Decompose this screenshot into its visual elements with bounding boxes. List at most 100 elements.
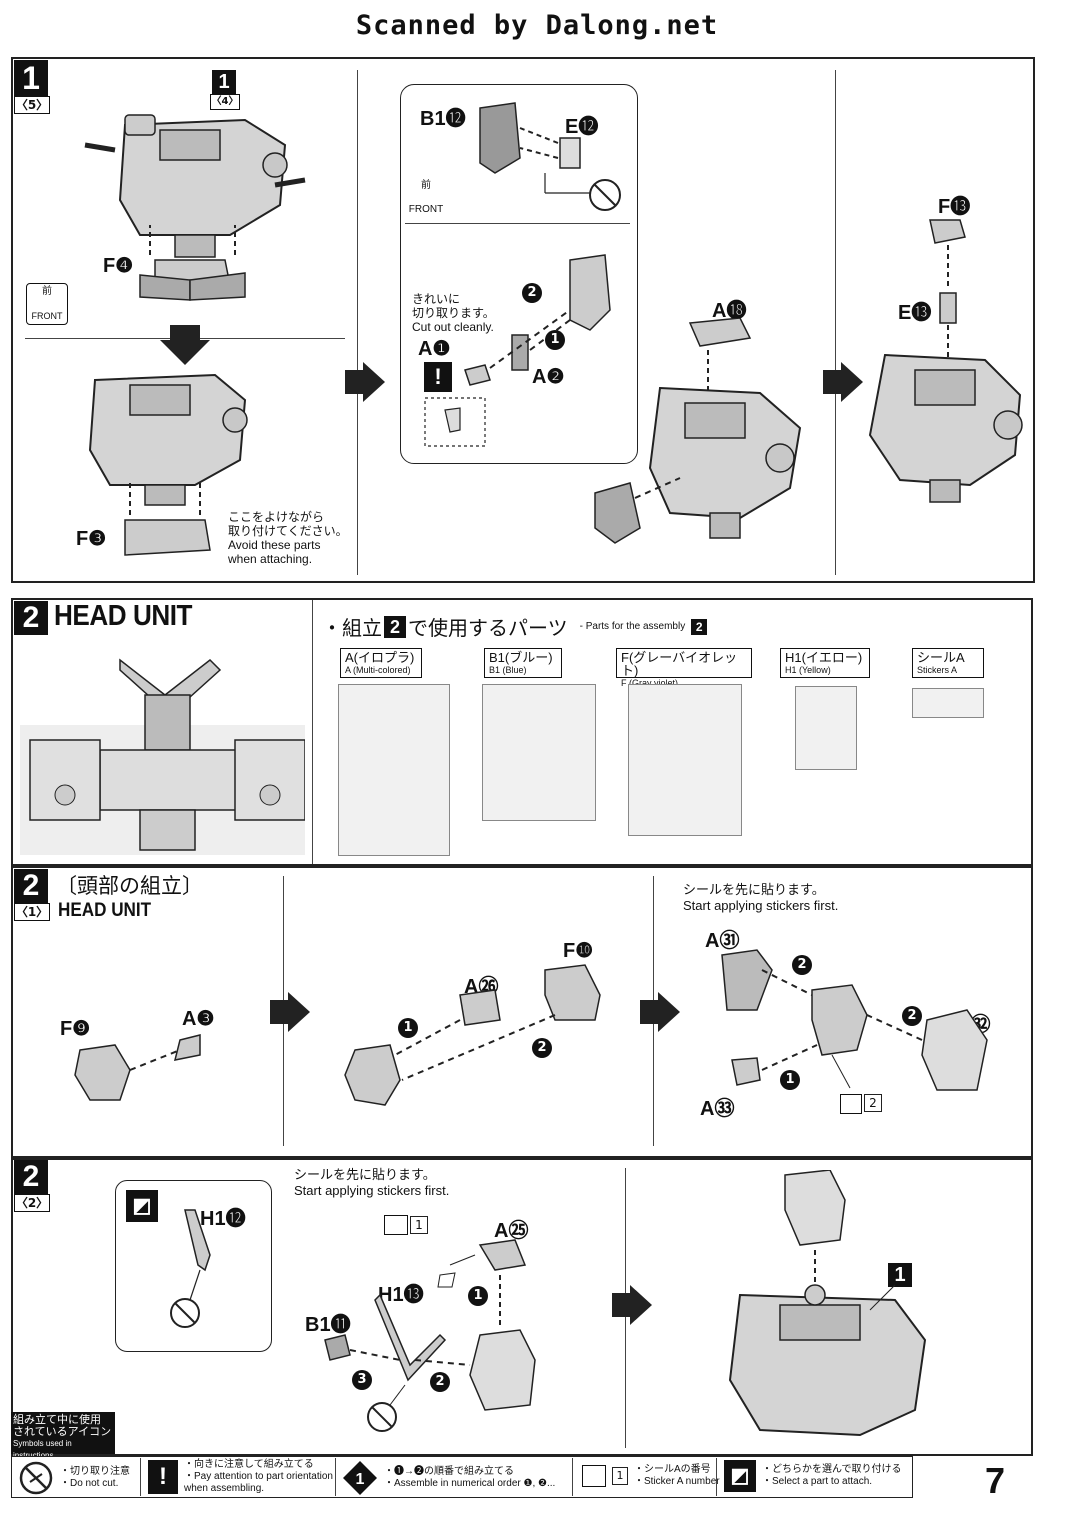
torso-illustration-3 xyxy=(594,318,802,544)
step2-1-title-jp: 〔頭部の組立〕 xyxy=(56,875,203,898)
divider xyxy=(572,1458,573,1496)
label-f3: F❸ xyxy=(76,528,107,550)
step2-2-sub: 〈2〉 xyxy=(14,1194,50,1212)
order-1-icon: 1 xyxy=(780,1070,800,1090)
sticker-note-2: シールを先に貼ります。 Start applying stickers firs… xyxy=(294,1167,449,1199)
order-2-icon: 2 xyxy=(430,1372,450,1392)
torso-illustration-4 xyxy=(868,219,1023,503)
order-3-icon: 3 xyxy=(352,1370,372,1390)
parts-stickers-en: Stickers A xyxy=(917,665,958,675)
label-e13: E⓭ xyxy=(898,302,932,324)
orientation-warning-icon: ! xyxy=(424,362,452,392)
head-assembly-2 xyxy=(721,949,988,1091)
avoid-jp1: ここをよけながら xyxy=(228,510,325,524)
parts-title-en: - Parts for the assembly xyxy=(579,621,686,632)
step-arrow-icon xyxy=(270,992,310,1032)
down-arrow-icon xyxy=(160,325,210,365)
legend-order-jp: ・❶→❷の順番で組み立てる xyxy=(384,1466,514,1477)
legend-select-en: ・Select a part to attach. xyxy=(762,1476,873,1487)
step2-1-sub: 〈1〉 xyxy=(14,903,50,921)
torso-illustration xyxy=(84,114,306,301)
step2-1-number: 2 xyxy=(14,869,48,903)
legend-cut-en: ・Do not cut. xyxy=(60,1478,119,1489)
select-part-icon: ◩ xyxy=(126,1190,158,1222)
divider xyxy=(140,1458,141,1496)
cut-note: きれいに 切り取ります。 Cut out cleanly. xyxy=(412,292,495,334)
torso-head-final xyxy=(728,1170,927,1437)
svg-text:1: 1 xyxy=(356,1471,365,1488)
sticker-note-en: Start applying stickers first. xyxy=(294,1183,450,1198)
sticker-sheet xyxy=(912,688,984,718)
step1-ref-sub: 〈4〉 xyxy=(210,94,240,110)
legend-cut-jp: ・切り取り注意 xyxy=(60,1466,130,1477)
legend-sticker-en: ・Sticker A number xyxy=(634,1476,720,1487)
label-h1-13: H1⓭ xyxy=(378,1284,424,1306)
front-icon: 前 FRONT xyxy=(26,283,68,325)
order-1-icon: 1 xyxy=(545,330,565,350)
orientation-warning-icon: ! xyxy=(148,1460,178,1494)
sticker-a-icon xyxy=(582,1465,606,1487)
label-a25: A㉕ xyxy=(494,1220,529,1242)
legend-item-orientation: ! ・向きに注意して組み立てる・Pay attention to part or… xyxy=(148,1459,334,1495)
label-a33: A㉝ xyxy=(700,1098,735,1120)
parts-box-f: F(グレーバイオレット) F (Gray violet) xyxy=(616,648,752,688)
divider xyxy=(312,600,313,864)
parts-f-en: F (Gray violet) xyxy=(621,678,679,688)
legend-item-sticker: 1 ・シールAの番号・Sticker A number xyxy=(582,1464,720,1488)
parts-b1-en: B1 (Blue) xyxy=(489,665,527,675)
legend-select-jp: ・どちらかを選んで取り付ける xyxy=(762,1464,902,1475)
sticker-note-jp: シールを先に貼ります。 xyxy=(683,882,825,897)
legend-title-en: Symbols used in instructions xyxy=(13,1439,72,1460)
label-a1: A❶ xyxy=(418,338,451,360)
label-e12: E⓬ xyxy=(565,116,599,138)
front-jp: 前 xyxy=(421,180,431,191)
legend-title-jp2: されているアイコン xyxy=(13,1426,112,1438)
avoid-jp2: 取り付けてください。 xyxy=(228,524,348,538)
parts-box-b1: B1(ブルー) B1 (Blue) xyxy=(484,648,562,678)
front-jp: 前 xyxy=(42,286,52,297)
avoid-en2: when attaching. xyxy=(228,552,313,566)
head-unit-title: HEAD UNIT xyxy=(54,600,193,632)
parts-box-h1: H1(イエロー) H1 (Yellow) xyxy=(780,648,870,678)
legend-order-en: ・Assemble in numerical order ❶, ❷... xyxy=(384,1478,556,1489)
divider xyxy=(335,1458,336,1496)
order-2-icon: 2 xyxy=(792,955,812,975)
legend-item-order: 1 ・❶→❷の順番で組み立てる・Assemble in numerical or… xyxy=(342,1460,555,1496)
divider xyxy=(835,70,836,575)
avoid-en1: Avoid these parts xyxy=(228,538,321,552)
legend-bar xyxy=(11,1456,913,1498)
parts-box-a: A(イロプラ) A (Multi-colored) xyxy=(340,648,422,678)
page-number: 7 xyxy=(985,1460,1006,1501)
parts-title-jp1: ・組立 xyxy=(322,618,382,640)
a-parts-illustration xyxy=(424,254,611,447)
order-2-icon: 2 xyxy=(902,1006,922,1026)
label-b1-11: B1⓫ xyxy=(305,1314,351,1336)
parts-title-jp2: で使用するパーツ xyxy=(408,618,568,640)
parts-b1-jp: B1(ブルー) xyxy=(489,650,553,665)
step1-number: 1 xyxy=(14,60,48,96)
step1-sub: 〈5〉 xyxy=(14,96,50,114)
parts-h1-en: H1 (Yellow) xyxy=(785,665,831,675)
label-f9: F❾ xyxy=(60,1018,91,1040)
b1-part-illustration xyxy=(479,102,621,211)
head-assembly-1 xyxy=(344,964,601,1106)
legend-item-select: ◩ ・どちらかを選んで取り付ける・Select a part to attach… xyxy=(724,1460,902,1492)
torso-illustration-2 xyxy=(88,373,248,556)
order-1-icon: 1 xyxy=(468,1286,488,1306)
head-unit-number: 2 xyxy=(14,601,48,635)
sticker-number: 1 xyxy=(410,1216,428,1234)
step-arrow-icon xyxy=(823,362,863,402)
sticker-note-1: シールを先に貼ります。 Start applying stickers firs… xyxy=(683,882,838,914)
parts-a-jp: A(イロプラ) xyxy=(345,650,415,665)
order-1-icon: 1 xyxy=(398,1018,418,1038)
legend-orientation-jp: ・向きに注意して組み立てる xyxy=(184,1459,314,1470)
avoid-note: ここをよけながら 取り付けてください。 Avoid these parts wh… xyxy=(228,510,348,566)
h1-12-part xyxy=(170,1209,211,1328)
label-f4: F❹ xyxy=(103,255,134,277)
legend-sticker-jp: ・シールAの番号 xyxy=(634,1464,711,1475)
choice-box xyxy=(115,1180,272,1352)
order-2-icon: 2 xyxy=(532,1038,552,1058)
parts-box-stickers: シールA Stickers A xyxy=(912,648,984,678)
step-arrow-icon xyxy=(612,1285,652,1325)
scan-credit: Scanned by Dalong.net xyxy=(355,10,719,41)
